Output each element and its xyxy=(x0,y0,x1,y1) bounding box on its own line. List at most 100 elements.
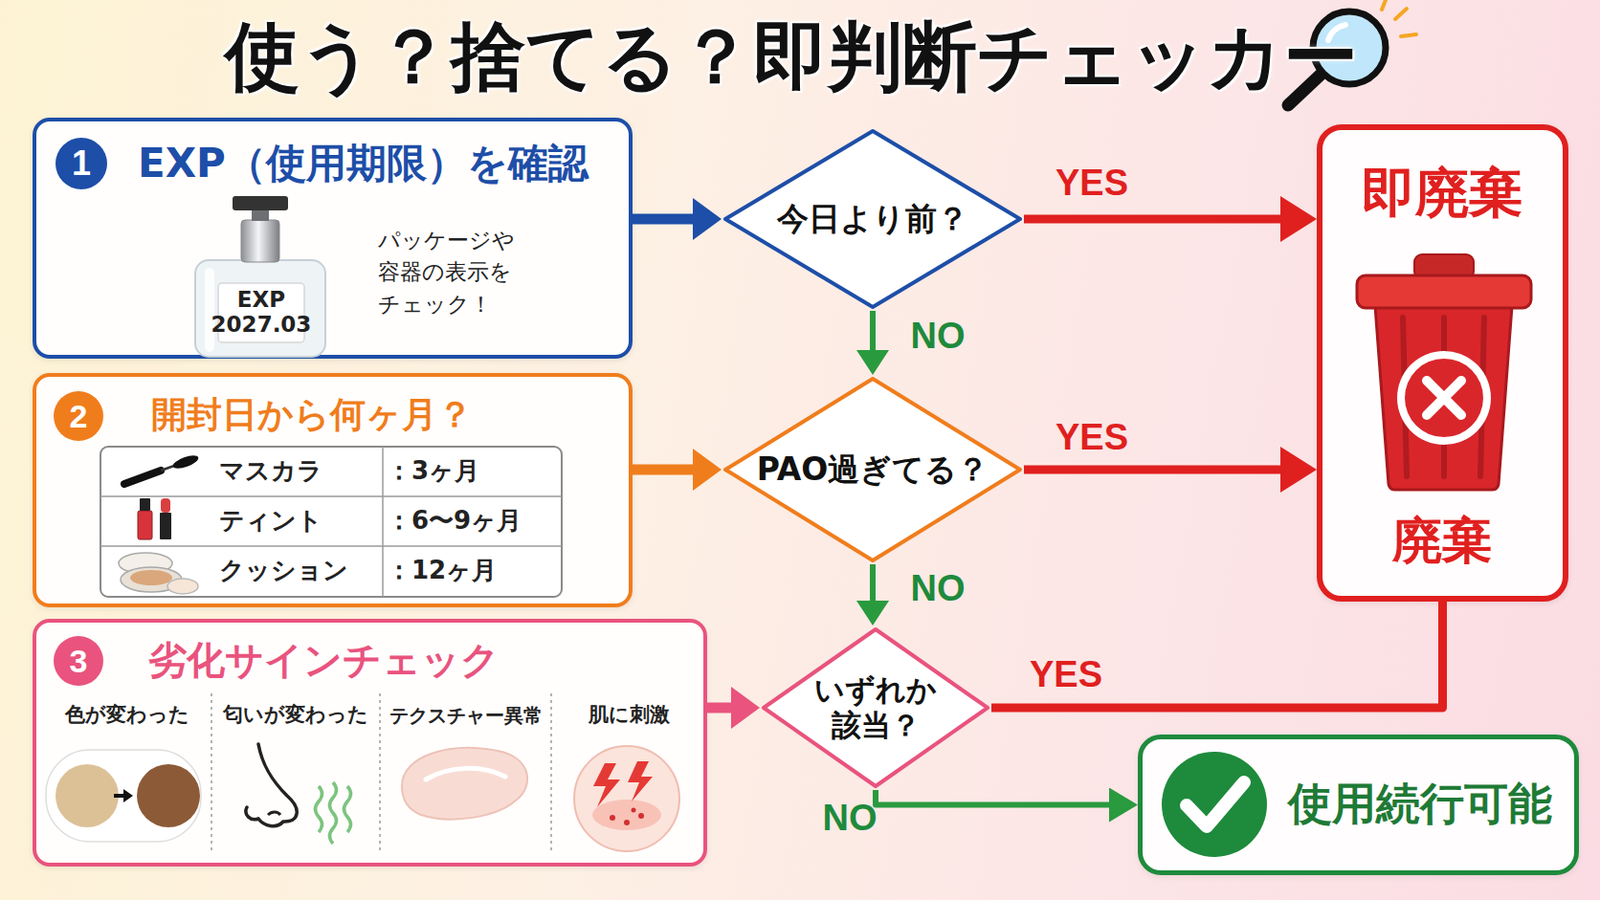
trash-can-icon xyxy=(1356,254,1532,490)
skin-dot xyxy=(631,808,637,814)
mascara-rod xyxy=(160,466,175,471)
odor-wave xyxy=(330,782,337,845)
check-mark xyxy=(1186,782,1245,827)
smell-icon xyxy=(245,744,352,845)
can-rib xyxy=(1441,317,1447,477)
divider-line xyxy=(550,693,553,852)
table-rule xyxy=(100,545,562,548)
check-icon xyxy=(1161,752,1267,858)
flow-connector xyxy=(632,465,693,476)
result-text: 廃棄 xyxy=(1392,511,1492,571)
can-rib xyxy=(1480,317,1485,477)
can-handle xyxy=(1414,254,1474,280)
pump-stem xyxy=(251,209,269,222)
pao-table xyxy=(100,446,562,598)
can-rib xyxy=(1402,317,1407,477)
change-arrow xyxy=(113,794,126,799)
can-body xyxy=(1375,306,1512,490)
decision-diamond: 今日より前？ xyxy=(721,127,1024,312)
x-mark xyxy=(1426,380,1462,416)
cushion-icon xyxy=(118,553,199,595)
decision-text: いずれか 該当？ xyxy=(807,672,944,744)
diamond-shape xyxy=(725,131,1021,308)
edge-label: NO xyxy=(911,567,966,612)
edge-label: YES xyxy=(1055,416,1129,461)
step-heading: EXP（使用期限）を確認 xyxy=(137,139,589,188)
tint-cap xyxy=(139,498,151,512)
light-swatch xyxy=(55,764,119,828)
flow-connector xyxy=(869,564,876,601)
nostril xyxy=(267,812,281,816)
lightning-bolt xyxy=(593,763,621,808)
page-title: 使う？捨てる？即判断チェッカー xyxy=(224,19,1358,94)
table-rule xyxy=(100,495,562,498)
divider-line xyxy=(210,693,213,852)
discard-box: 即廃棄廃棄 xyxy=(1316,124,1569,602)
decision-diamond: PAO過ぎてる？ xyxy=(721,375,1024,565)
edge-label: NO xyxy=(822,797,878,842)
bottle-body xyxy=(195,260,326,357)
color-change-icon xyxy=(45,750,201,843)
bottle-collar xyxy=(241,220,280,263)
texture-icon xyxy=(401,748,528,821)
skin-dot xyxy=(609,815,616,822)
tint-icon xyxy=(137,498,172,540)
result-text: 使用続行可能 xyxy=(1288,777,1553,831)
step-heading: 劣化サインチェック xyxy=(148,637,500,684)
decision-diamond: いずれか 該当？ xyxy=(759,625,992,791)
divider-line xyxy=(378,693,381,852)
diamond-shape xyxy=(725,378,1021,561)
tint-tip xyxy=(160,498,171,513)
sparkle-ray xyxy=(1400,34,1417,37)
flow-connector xyxy=(1023,215,1281,224)
flow-connector xyxy=(991,601,1444,709)
x-mark xyxy=(1426,380,1462,416)
cream-highlight xyxy=(425,768,506,780)
diamond-shape xyxy=(763,629,988,787)
compact-lid xyxy=(118,553,173,575)
icon-backdrop xyxy=(45,750,201,843)
tint-wand xyxy=(159,512,172,540)
compact-powder xyxy=(130,570,173,586)
sparkle-ray xyxy=(1381,0,1386,10)
can-lid xyxy=(1356,275,1532,309)
edge-label: NO xyxy=(911,314,966,359)
irritation-icon xyxy=(574,746,680,852)
column-dividers xyxy=(211,693,552,852)
flow-connector xyxy=(632,214,693,225)
tint-bottle xyxy=(137,511,153,540)
odor-wave xyxy=(344,786,352,833)
compact-base xyxy=(120,567,182,593)
flow-connector xyxy=(707,703,732,714)
step-box: 劣化サインチェック xyxy=(32,619,708,867)
decision-text: 今日より前？ xyxy=(777,200,969,239)
puff xyxy=(167,578,199,595)
flow-connector xyxy=(875,790,1110,806)
step-box: EXP（使用期限）を確認パッケージや 容器の表示を チェック！ xyxy=(32,117,633,359)
table-rule xyxy=(381,446,384,598)
change-arrow-head xyxy=(123,789,134,803)
step-box: 開封日から何ヶ月？ xyxy=(32,373,633,608)
edge-label: YES xyxy=(1055,161,1129,206)
pump-head xyxy=(232,196,289,211)
nose-outline xyxy=(245,744,297,827)
odor-wave xyxy=(315,786,323,833)
skin-dot xyxy=(638,813,645,820)
redness xyxy=(592,800,662,831)
edge-label: YES xyxy=(1029,653,1103,698)
cream-smear xyxy=(401,748,528,821)
continue-box: 使用続行可能 xyxy=(1137,734,1579,876)
decision-text: PAO過ぎてる？ xyxy=(756,450,990,489)
table-frame xyxy=(100,446,562,598)
bottle-illustration xyxy=(195,196,326,357)
flow-connector xyxy=(1023,466,1281,475)
bottle-label xyxy=(218,283,305,343)
sparkle-ray xyxy=(1395,8,1407,20)
skin-dot xyxy=(623,820,630,826)
result-heading: 即廃棄 xyxy=(1361,160,1523,225)
mascara-handle xyxy=(124,470,161,485)
x-badge-ring xyxy=(1397,351,1491,445)
bottle-shine xyxy=(204,267,215,353)
